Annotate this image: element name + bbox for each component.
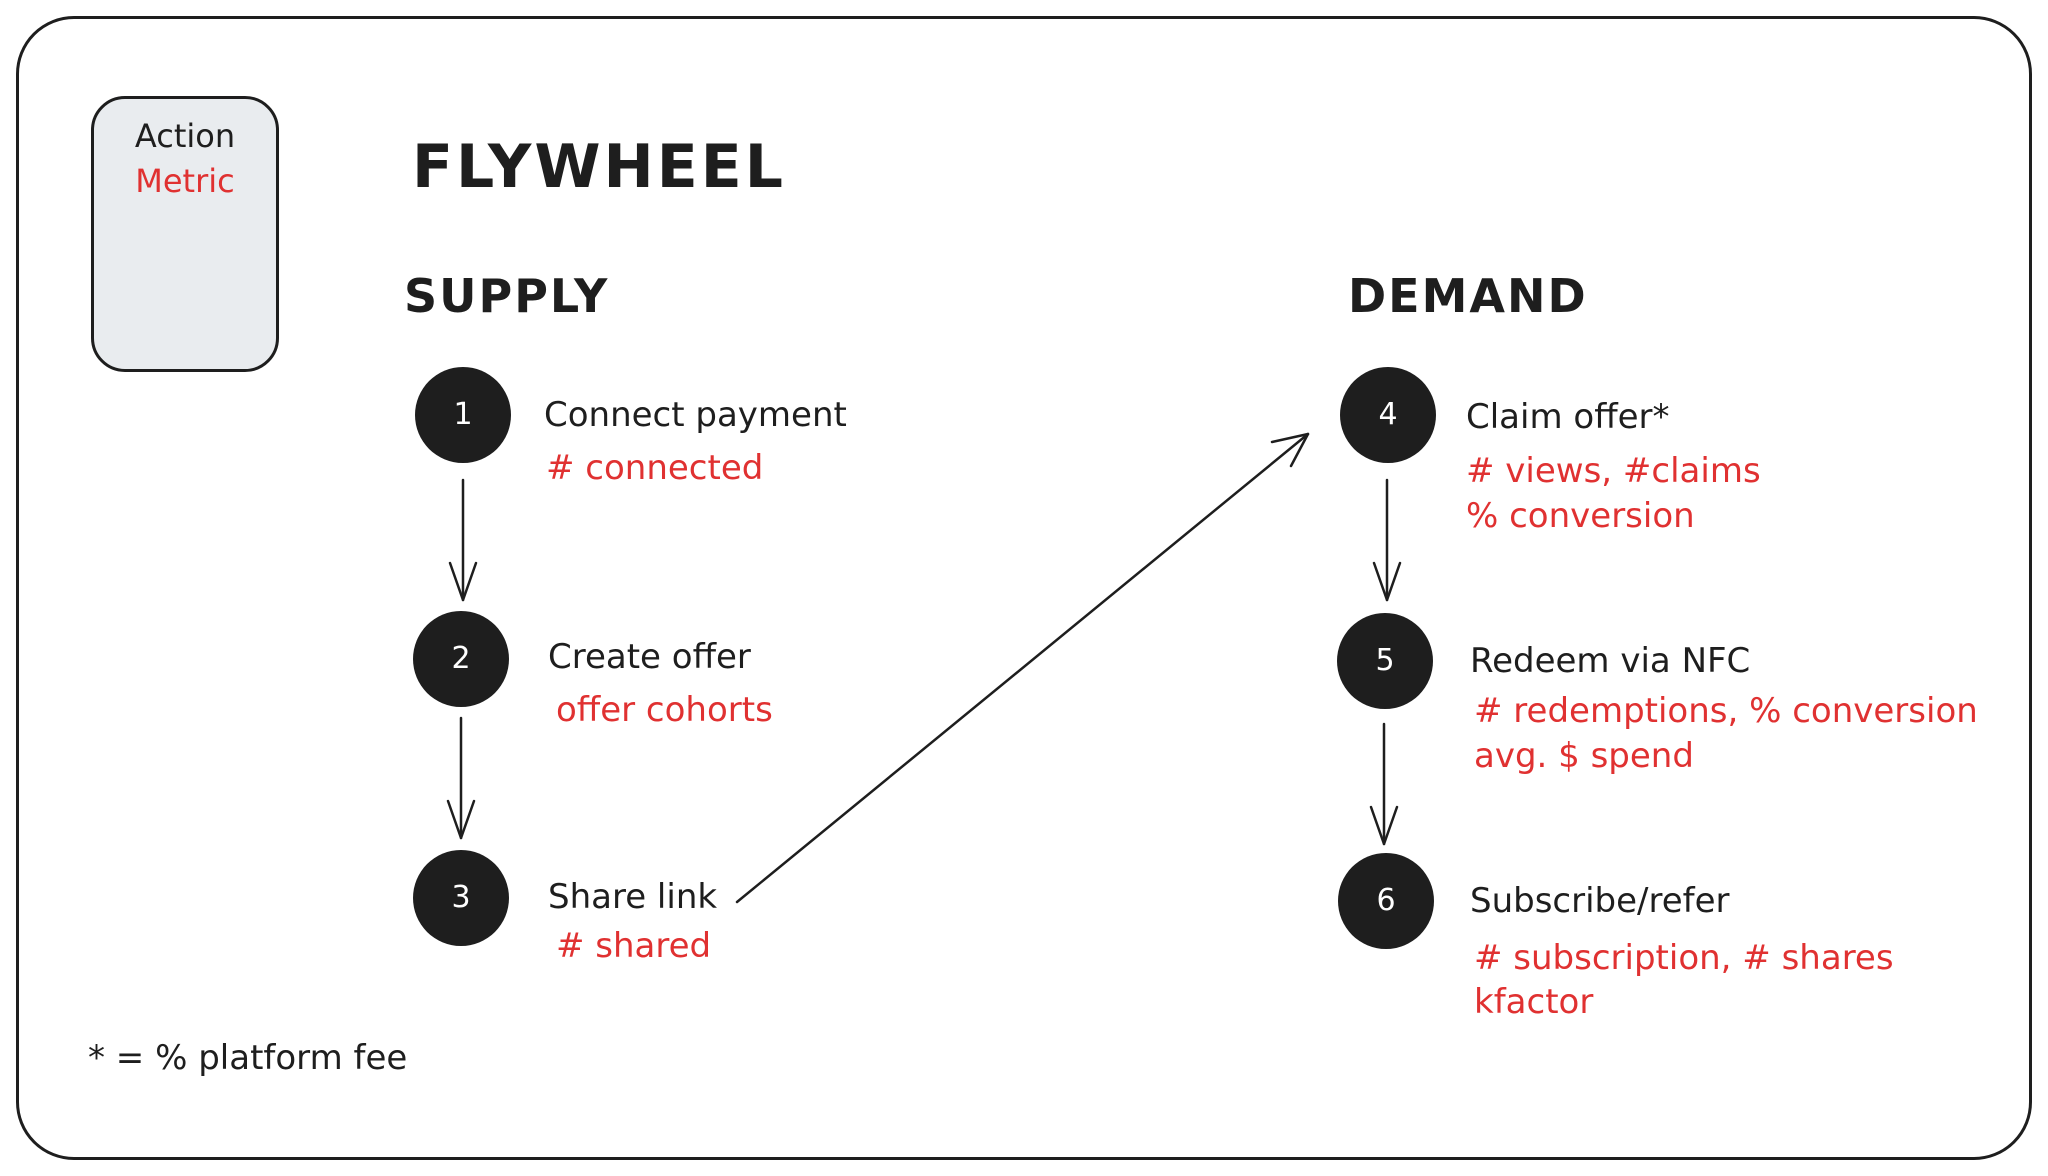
demand-heading: DEMAND <box>1348 269 1588 323</box>
step-3-metric: # shared <box>556 926 712 966</box>
step-4-metric-2: % conversion <box>1466 496 1695 536</box>
step-6-metric-2: kfactor <box>1474 982 1594 1022</box>
legend-action-label: Action <box>134 117 236 155</box>
step-4-metric-1: # views, #claims <box>1466 451 1761 491</box>
step-3-circle: 3 <box>413 850 509 946</box>
step-6-circle: 6 <box>1338 853 1434 949</box>
step-4-action: Claim offer* <box>1466 397 1670 437</box>
step-6-metric-1: # subscription, # shares <box>1474 938 1894 978</box>
diagram-title: FLYWHEEL <box>412 132 786 202</box>
step-1-action: Connect payment <box>544 395 847 435</box>
legend-metric-label: Metric <box>135 162 235 200</box>
step-1-metric: # connected <box>546 448 764 488</box>
step-2-action: Create offer <box>548 637 751 677</box>
step-5-circle: 5 <box>1337 613 1433 709</box>
step-6-action: Subscribe/refer <box>1470 881 1730 921</box>
step-3-action: Share link <box>548 877 718 917</box>
step-4-circle: 4 <box>1340 367 1436 463</box>
supply-heading: SUPPLY <box>404 269 610 323</box>
step-2-metric: offer cohorts <box>556 690 773 730</box>
step-5-metric-1: # redemptions, % conversion <box>1474 691 1978 731</box>
step-2-circle: 2 <box>413 611 509 707</box>
step-5-metric-2: avg. $ spend <box>1474 736 1694 776</box>
step-1-circle: 1 <box>415 367 511 463</box>
diagram-frame <box>16 16 2032 1160</box>
legend-box <box>91 96 279 372</box>
step-5-action: Redeem via NFC <box>1470 641 1751 681</box>
footnote: * = % platform fee <box>88 1038 408 1078</box>
